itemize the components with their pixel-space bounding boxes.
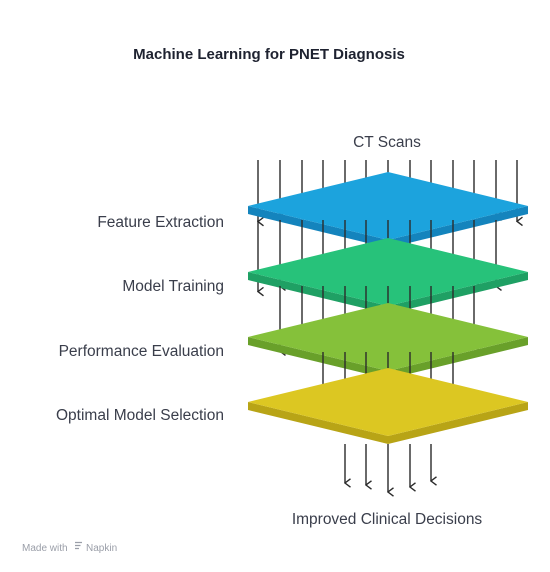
layer-model-training — [248, 238, 528, 314]
layer-performance-evaluation — [248, 303, 528, 379]
footer-brand: Napkin — [86, 543, 117, 554]
output-label-improved-clinical-decisions: Improved Clinical Decisions — [292, 511, 483, 528]
layer-label-performance-evaluation: Performance Evaluation — [59, 343, 224, 360]
layer-top-model-training — [248, 238, 528, 306]
layer-side-right-feature-extraction — [388, 206, 528, 248]
layer-label-model-training: Model Training — [122, 278, 224, 295]
layer-label-optimal-model-selection: Optimal Model Selection — [56, 407, 224, 424]
input-label-ct-scans: CT Scans — [353, 134, 421, 151]
diagram-title: Machine Learning for PNET Diagnosis — [133, 46, 405, 63]
layer-side-left-optimal-model-selection — [248, 402, 388, 444]
footer-napkin-badge[interactable]: Made with Napkin — [22, 541, 117, 555]
layer-side-right-model-training — [388, 272, 528, 314]
layer-top-performance-evaluation — [248, 303, 528, 371]
layer-side-left-model-training — [248, 272, 388, 314]
layer-top-optimal-model-selection — [248, 368, 528, 436]
napkin-logo-icon — [75, 541, 82, 550]
layer-side-right-performance-evaluation — [388, 337, 528, 379]
output-arrows — [345, 444, 431, 492]
footer-made-with: Made with — [22, 543, 68, 554]
layer-side-left-performance-evaluation — [248, 337, 388, 379]
layer-label-feature-extraction: Feature Extraction — [97, 214, 224, 231]
layer-side-right-optimal-model-selection — [388, 402, 528, 444]
layer-optimal-model-selection — [248, 368, 528, 444]
layer-top-feature-extraction — [248, 172, 528, 240]
layer-side-left-feature-extraction — [248, 206, 388, 248]
layer-feature-extraction — [248, 172, 528, 248]
